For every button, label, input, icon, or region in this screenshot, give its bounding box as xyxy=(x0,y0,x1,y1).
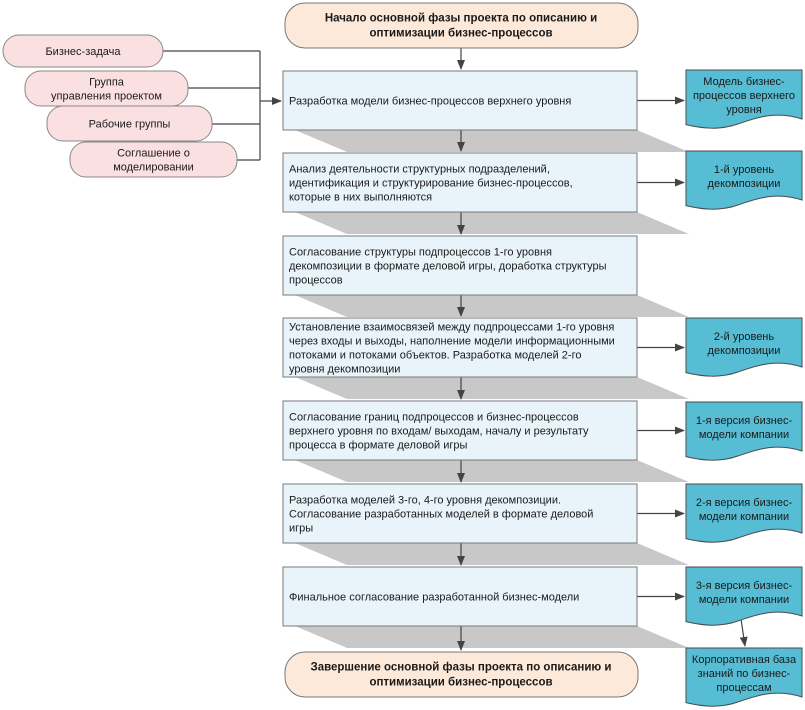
process-step-text: Согласование границ подпроцессов и бизне… xyxy=(289,412,589,452)
final-output-document-shape xyxy=(685,647,803,707)
process-step-box xyxy=(282,483,638,544)
process-step-2: Анализ деятельности структурных подразде… xyxy=(282,152,638,213)
step-shadow xyxy=(295,295,689,317)
output-document-1-shape xyxy=(685,69,803,129)
input-1: Бизнес-задача xyxy=(2,34,164,68)
process-step-text: Установление взаимосвязей между подпроце… xyxy=(289,322,615,376)
start-terminal-text: Начало основной фазы проекта по описанию… xyxy=(325,13,597,40)
output-document-6-shape xyxy=(685,566,803,626)
final-output-arrow xyxy=(739,618,748,647)
process-step-text: Разработка моделей 3-го, 4-го уровня дек… xyxy=(289,495,593,535)
input-pill xyxy=(46,105,213,142)
output-label: 2-я версия бизнес-модели компании xyxy=(696,497,793,523)
output-document-2-shape xyxy=(685,150,803,210)
step-shadow xyxy=(295,626,689,648)
process-step-1: Разработка модели бизнес-процессов верхн… xyxy=(282,70,638,131)
process-step-6: Разработка моделей 3-го, 4-го уровня дек… xyxy=(282,483,638,544)
output-document-5-shape xyxy=(685,483,803,543)
start-terminal: Начало основной фазы проекта по описанию… xyxy=(284,2,639,49)
end-terminal-shape xyxy=(284,651,639,698)
process-step-7: Финальное согласование разработанной биз… xyxy=(282,566,638,627)
input-label: Бизнес-задача xyxy=(45,46,121,58)
process-step-box xyxy=(282,400,638,461)
process-step-text: Разработка модели бизнес-процессов верхн… xyxy=(289,96,571,108)
process-step-4: Установление взаимосвязей между подпроце… xyxy=(282,317,638,378)
output-document-4: 1-я версия бизнес-модели компании xyxy=(685,401,803,461)
output-label: 1-я версия бизнес-модели компании xyxy=(696,415,793,441)
process-step-box xyxy=(282,317,638,378)
input-pill xyxy=(69,141,238,178)
process-step-3: Согласование структуры подпроцессов 1-го… xyxy=(282,235,638,296)
output-document-5: 2-я версия бизнес-модели компании xyxy=(685,483,803,543)
output-document-3-shape xyxy=(685,317,803,377)
step-shadow xyxy=(295,377,689,399)
process-step-text: Согласование структуры подпроцессов 1-го… xyxy=(289,247,607,287)
output-label: 3-я версия бизнес-модели компании xyxy=(696,580,793,606)
output-document-6: 3-я версия бизнес-модели компании xyxy=(685,566,803,626)
input-3: Рабочие группы xyxy=(46,105,213,142)
process-step-box xyxy=(282,70,638,131)
output-document-4-shape xyxy=(685,401,803,461)
input-pill xyxy=(2,34,164,68)
end-terminal-text: Завершение основной фазы проекта по опис… xyxy=(310,662,611,689)
start-terminal-shape xyxy=(284,2,639,49)
process-step-box xyxy=(282,152,638,213)
step-shadow xyxy=(295,212,689,234)
process-step-5: Согласование границ подпроцессов и бизне… xyxy=(282,400,638,461)
input-label: Рабочие группы xyxy=(89,119,171,131)
step-shadow xyxy=(295,543,689,565)
step-shadow xyxy=(295,130,689,152)
process-step-text: Анализ деятельности структурных подразде… xyxy=(289,164,573,204)
end-terminal: Завершение основной фазы проекта по опис… xyxy=(284,651,639,698)
step-shadow xyxy=(295,460,689,482)
process-step-box xyxy=(282,235,638,296)
process-step-text: Финальное согласование разработанной биз… xyxy=(289,592,579,604)
process-step-box xyxy=(282,566,638,627)
